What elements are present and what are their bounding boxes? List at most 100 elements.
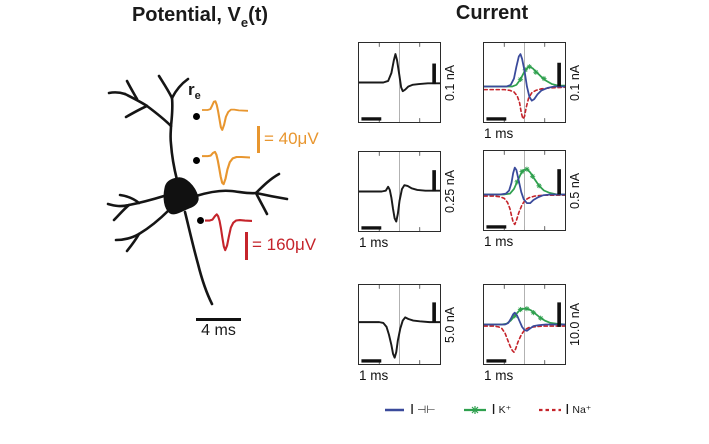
axon bbox=[183, 210, 214, 306]
basal-dendrite-right bbox=[194, 189, 258, 198]
electrode-dot-1 bbox=[193, 113, 200, 120]
x-scale-label: 1 ms bbox=[359, 235, 389, 250]
time-scalebar-1ms bbox=[361, 117, 382, 121]
amplitude-scalebar bbox=[557, 62, 561, 87]
potential-title-prefix: Potential, V bbox=[131, 4, 241, 26]
y-scale-label: 0.5 nA bbox=[568, 172, 582, 209]
basal-right-tip-up bbox=[254, 172, 281, 195]
basal-left-twig-up bbox=[118, 193, 141, 205]
x-scale-label: 1 ms bbox=[484, 234, 514, 249]
trace-spike-40uV-site2 bbox=[202, 150, 250, 186]
potential-waveform-site1 bbox=[202, 100, 248, 131]
time-scalebar-1ms bbox=[486, 225, 507, 229]
x-scale-label: 1 ms bbox=[359, 368, 389, 383]
star-marker-icon bbox=[536, 183, 542, 189]
dashed-line-icon bbox=[539, 408, 562, 411]
amplitude-scalebar bbox=[432, 63, 436, 85]
star-line-icon bbox=[464, 405, 487, 414]
basal-right-tip-mid bbox=[254, 191, 289, 201]
star-marker-icon bbox=[522, 67, 529, 73]
apical-tip-up-right bbox=[170, 77, 190, 100]
legend-subscript: Na⁺ bbox=[572, 403, 592, 416]
star-marker-icon bbox=[526, 64, 533, 70]
trace-total bbox=[359, 53, 440, 93]
re-label-subscript: e bbox=[194, 90, 201, 102]
plot-box bbox=[358, 151, 441, 232]
plot-component-currents-site1: 0.1 nA 1 ms bbox=[483, 42, 582, 141]
star-marker-icon bbox=[537, 315, 544, 321]
voltage-scalebar-icon bbox=[245, 232, 248, 260]
trace-cap bbox=[484, 311, 565, 332]
neuron-illustration bbox=[106, 74, 289, 306]
plot-total-current-site2: 0.25 nA 1 ms bbox=[358, 151, 457, 250]
plot-box bbox=[358, 284, 441, 365]
star-marker-icon bbox=[533, 69, 539, 75]
electrode-dot-3 bbox=[197, 217, 204, 224]
apical-branch-up bbox=[169, 96, 174, 128]
electrode-distance-label: re bbox=[188, 80, 201, 102]
voltage-scale-text: = 40μV bbox=[264, 129, 319, 148]
time-scalebar bbox=[196, 318, 241, 321]
y-scale-label: 0.25 nA bbox=[443, 169, 457, 214]
amplitude-scalebar bbox=[557, 302, 561, 327]
solid-line-icon bbox=[385, 408, 404, 411]
electrode-dot-2 bbox=[193, 157, 200, 164]
potential-panel-title: Potential, Ve(t) bbox=[108, 4, 292, 30]
basal-right-tip-down bbox=[254, 191, 269, 216]
time-scalebar-1ms bbox=[361, 359, 382, 363]
star-marker-icon bbox=[524, 306, 530, 312]
basal-dendrite-lower-left bbox=[114, 208, 171, 242]
voltage-scale-40uV: = 40μV bbox=[257, 126, 319, 153]
potential-waveform-axon bbox=[205, 213, 252, 252]
y-scale-label: 0.1 nA bbox=[443, 64, 457, 101]
trace-Na bbox=[484, 86, 565, 120]
amplitude-scalebar bbox=[432, 170, 436, 192]
plot-component-currents-axon: 10.0 nA 1 ms bbox=[483, 284, 582, 383]
plot-box bbox=[358, 42, 441, 123]
trace-Na bbox=[484, 325, 565, 353]
legend-subscript: K⁺ bbox=[498, 403, 512, 416]
amplitude-scalebar bbox=[557, 169, 561, 195]
basal-lower-left-fork bbox=[125, 232, 141, 253]
apical-tip-up-left bbox=[157, 74, 174, 100]
star-marker-icon bbox=[524, 166, 530, 172]
voltage-scale-text: = 160μV bbox=[252, 235, 317, 254]
legend-item-capacitive: I⊣⊢ bbox=[383, 401, 435, 418]
y-scale-label: 10.0 nA bbox=[568, 302, 582, 347]
basal-left-twig-down bbox=[112, 203, 131, 222]
apical-branch-left bbox=[123, 92, 173, 128]
star-marker-icon bbox=[512, 313, 518, 319]
legend-label: I bbox=[410, 401, 415, 418]
trace-total bbox=[359, 316, 440, 359]
plot-total-current-site1: 0.1 nA bbox=[358, 42, 457, 123]
x-scale-label: 1 ms bbox=[484, 368, 514, 383]
apical-twig-left-tip bbox=[107, 91, 127, 96]
plot-box bbox=[483, 150, 566, 231]
trace-cap bbox=[484, 166, 565, 205]
star-marker-icon bbox=[530, 310, 537, 316]
legend-label: I bbox=[491, 401, 496, 418]
apical-twig-left-up bbox=[125, 79, 139, 101]
voltage-scalebar-icon bbox=[257, 126, 260, 153]
trace-total bbox=[359, 184, 440, 223]
potential-title-suffix: (t) bbox=[248, 4, 269, 26]
soma bbox=[163, 177, 199, 215]
star-marker-icon bbox=[517, 76, 524, 82]
re-label-main: r bbox=[188, 80, 195, 99]
star-marker-icon bbox=[514, 179, 520, 185]
time-scalebar-1ms bbox=[486, 359, 507, 363]
trace-spike-160uV-axon bbox=[205, 213, 252, 252]
apical-twig-left-down bbox=[124, 104, 149, 119]
plot-box bbox=[483, 284, 566, 365]
star-marker-icon bbox=[529, 173, 536, 179]
voltage-scale-160uV: = 160μV bbox=[245, 232, 316, 260]
plot-component-currents-site2: 0.5 nA 1 ms bbox=[483, 150, 582, 249]
capacitor-symbol-icon: ⊣⊢ bbox=[417, 403, 436, 416]
x-scale-label: 1 ms bbox=[484, 126, 514, 141]
time-scalebar-1ms bbox=[361, 226, 382, 230]
plot-total-current-axon: 5.0 nA 1 ms bbox=[358, 284, 457, 383]
